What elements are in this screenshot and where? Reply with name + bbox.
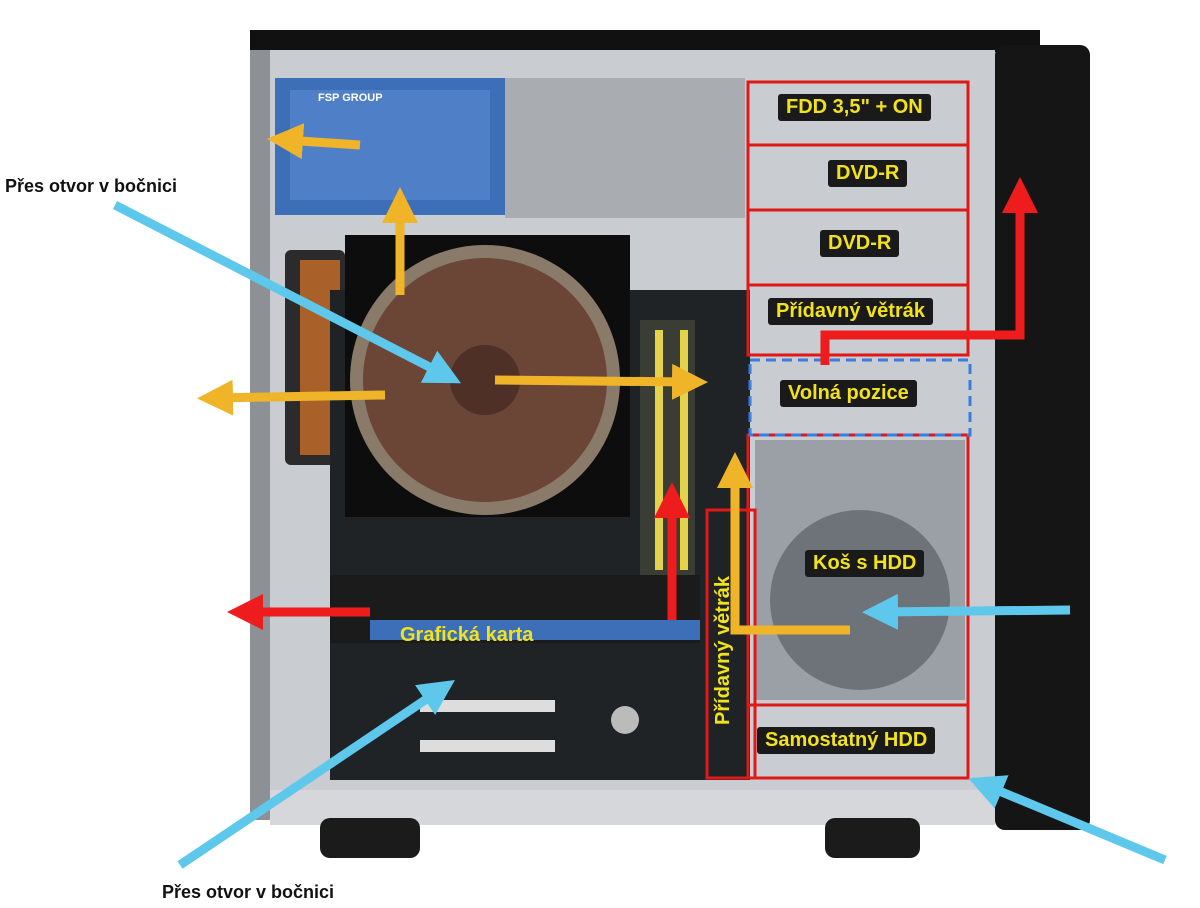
label-fdd: FDD 3,5" + ON [778,94,931,121]
label-side-vent-top: Přes otvor v bočnici [5,176,178,196]
label-dvd-2: DVD-R [820,230,900,257]
psu-brand: FSP GROUP [318,92,383,104]
label-dvd-1: DVD-R [828,160,908,187]
label-side-vent-bottom: Přes otvor v bočnici [162,882,335,902]
label-hdd-cage: Koš s HDD [805,550,925,577]
arrow-bottom-intake [968,775,1167,865]
case-foot [825,818,920,858]
arrow-hdd-up [717,452,850,635]
arrow-front-fan-out [820,177,1038,365]
label-single-hdd: Samostatný HDD [757,727,936,754]
arrow-side-vent-top [112,200,462,384]
arrow-psu-exhaust [267,123,361,160]
case-top [250,30,1040,52]
case-foot [320,818,420,858]
label-extra-fan-vertical: Přídavný větrák [712,576,734,725]
arrow-side-vent-bottom [177,679,455,869]
label-graphics-card: Grafická karta [400,624,534,646]
arrow-cpu-to-ram [494,363,708,400]
arrow-front-intake [862,593,1071,630]
label-free-bay: Volná pozice [780,380,917,407]
label-extra-fan-bay: Přídavný větrák [768,298,933,325]
arrow-rear-exhaust [197,379,386,416]
front-panel [995,45,1090,830]
